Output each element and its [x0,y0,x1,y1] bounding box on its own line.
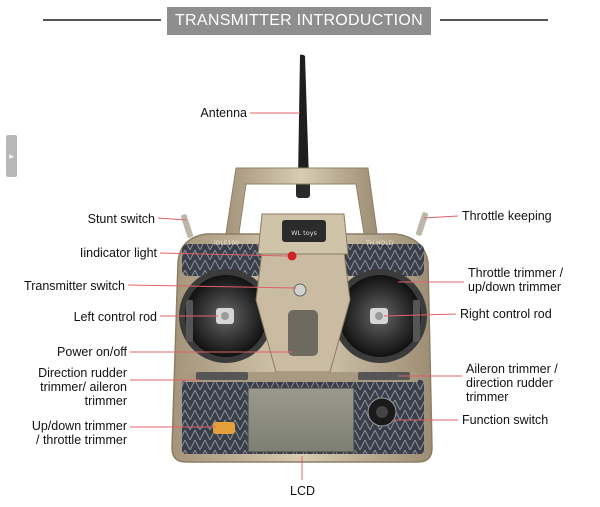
label-function-switch: Function switch [462,413,549,427]
left-control-stick[interactable] [216,308,234,324]
page-title: TRANSMITTER INTRODUCTION [167,7,431,35]
header-rule-left [43,19,161,21]
left-bottom-trim[interactable] [196,372,248,380]
label-line: Aileron trimmer / [466,362,558,376]
left-trim-lever[interactable] [186,300,193,342]
label-line: up/down trimmer [468,280,562,294]
label-indicator-light: Iindicator light [79,246,157,260]
label-direction-rudder: Direction rudder trimmer/ aileron trimme… [10,366,127,408]
right-control-stick[interactable] [370,308,388,324]
label-line: / throttle trimmer [36,433,127,447]
header-rule-right [440,19,548,21]
label-throttle-keeping: Throttle keeping [462,209,552,223]
label-line: Throttle trimmer / [468,266,564,280]
chevron-right-icon: ▸ [9,151,14,161]
power-switch[interactable] [293,283,307,297]
label-transmitter-switch: Transmitter switch [24,279,125,293]
label-updown-trimmer: Up/down trimmer / throttle trimmer [4,419,127,447]
label-right-control-rod: Right control rod [460,307,552,321]
label-line: direction rudder [466,376,553,390]
stunt-switch[interactable] [180,214,194,239]
right-bottom-trim[interactable] [358,372,410,380]
label-throttle-trimmer: Throttle trimmer / up/down trimmer [468,266,563,294]
label-line: trimmer [84,394,127,408]
updown-trimmer-button[interactable] [213,422,235,434]
idle-badge: IDLE100 [214,240,239,247]
label-lcd: LCD [290,484,316,498]
indicator-light [287,251,297,261]
label-left-control-rod: Left control rod [73,310,157,324]
leader-lines [127,112,464,480]
label-antenna: Antenna [200,106,247,120]
label-line: trimmer [466,390,509,404]
label-line: trimmer/ aileron [40,380,127,394]
label-power-on-off: Power on/off [57,345,127,359]
side-expand-tab[interactable]: ▸ [6,135,17,177]
th-hold-badge: TH.HOLD [365,240,394,247]
label-line: Direction rudder [38,366,127,380]
transmitter-body [171,233,433,463]
label-line: Up/down trimmer [31,419,127,433]
label-aileron-trimmer: Aileron trimmer / direction rudder trimm… [466,362,558,404]
throttle-keeping-switch[interactable] [415,212,429,237]
top-display-plate: WL toys [257,213,349,255]
right-trim-lever[interactable] [413,300,420,342]
label-stunt-switch: Stunt switch [87,212,155,226]
lcd-screen [247,387,355,453]
screen-brand: WL toys [291,229,317,237]
function-switch-dial[interactable] [367,397,397,427]
